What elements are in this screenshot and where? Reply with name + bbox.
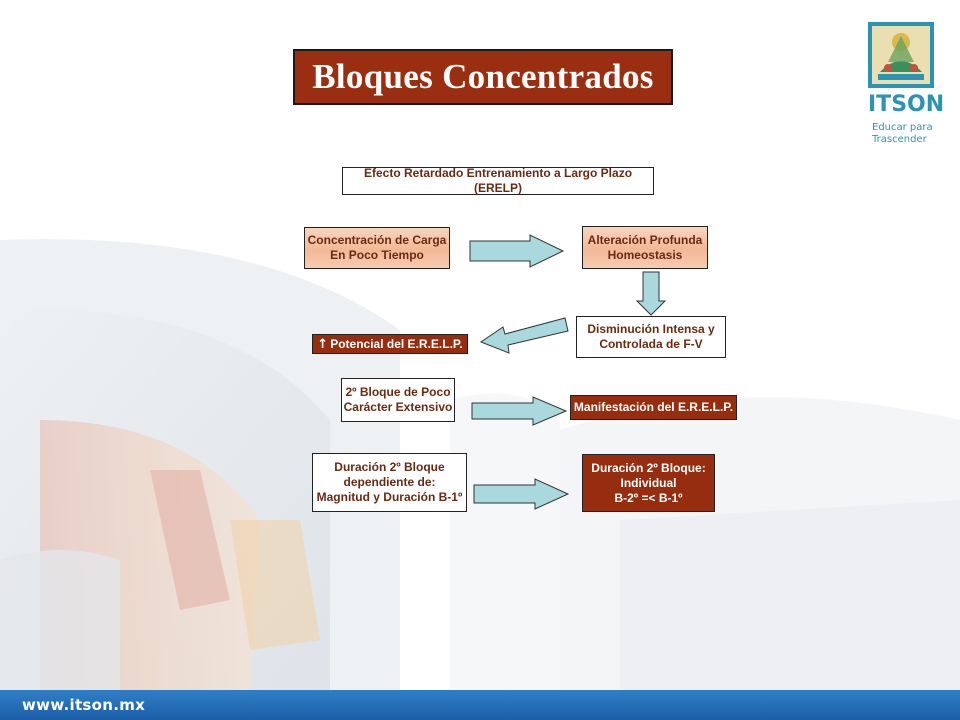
potencial-label: Potencial del E.R.E.L.P. [330, 336, 463, 351]
segundo-bloque-box: 2º Bloque de Poco Carácter Extensivo [341, 378, 455, 422]
disminucion-box: Disminución Intensa y Controlada de F-V [576, 316, 726, 358]
segundo-bloque-label: 2º Bloque de Poco Carácter Extensivo [343, 385, 453, 414]
duracion-dependiente-box: Duración 2º Bloque dependiente de: Magni… [312, 453, 467, 512]
concentracion-label: Concentración de Carga En Poco Tiempo [307, 233, 447, 262]
duracion-dependiente-label: Duración 2º Bloque dependiente de: Magni… [316, 460, 463, 504]
up-arrow-icon: ↑ [317, 336, 329, 352]
erelp-box: Efecto Retardado Entrenamiento a Largo P… [342, 166, 654, 195]
alteracion-box: Alteración Profunda Homeostasis [582, 226, 708, 269]
erelp-label: Efecto Retardado Entrenamiento a Largo P… [363, 166, 633, 195]
duracion-individual-label: Duración 2º Bloque: Individual B-2º =< B… [591, 460, 706, 505]
manifestacion-label: Manifestación del E.R.E.L.P. [573, 400, 734, 414]
footer-url: www.itson.mx [22, 696, 146, 714]
itson-logo: ITSON Educar para Trascender [868, 22, 945, 154]
logo-tagline: Educar para Trascender [872, 122, 933, 145]
potencial-box: ↑ Potencial del E.R.E.L.P. [312, 334, 468, 354]
disminucion-label: Disminución Intensa y Controlada de F-V [587, 322, 715, 351]
footer-bar: www.itson.mx [0, 690, 960, 720]
logo-name: ITSON [868, 92, 945, 117]
duracion-individual-box: Duración 2º Bloque: Individual B-2º =< B… [582, 454, 715, 512]
slide-title: Bloques Concentrados [293, 49, 673, 105]
itson-emblem-icon [868, 22, 934, 88]
concentracion-box: Concentración de Carga En Poco Tiempo [304, 227, 450, 269]
manifestacion-box: Manifestación del E.R.E.L.P. [570, 395, 737, 420]
alteracion-label: Alteración Profunda Homeostasis [587, 232, 703, 262]
